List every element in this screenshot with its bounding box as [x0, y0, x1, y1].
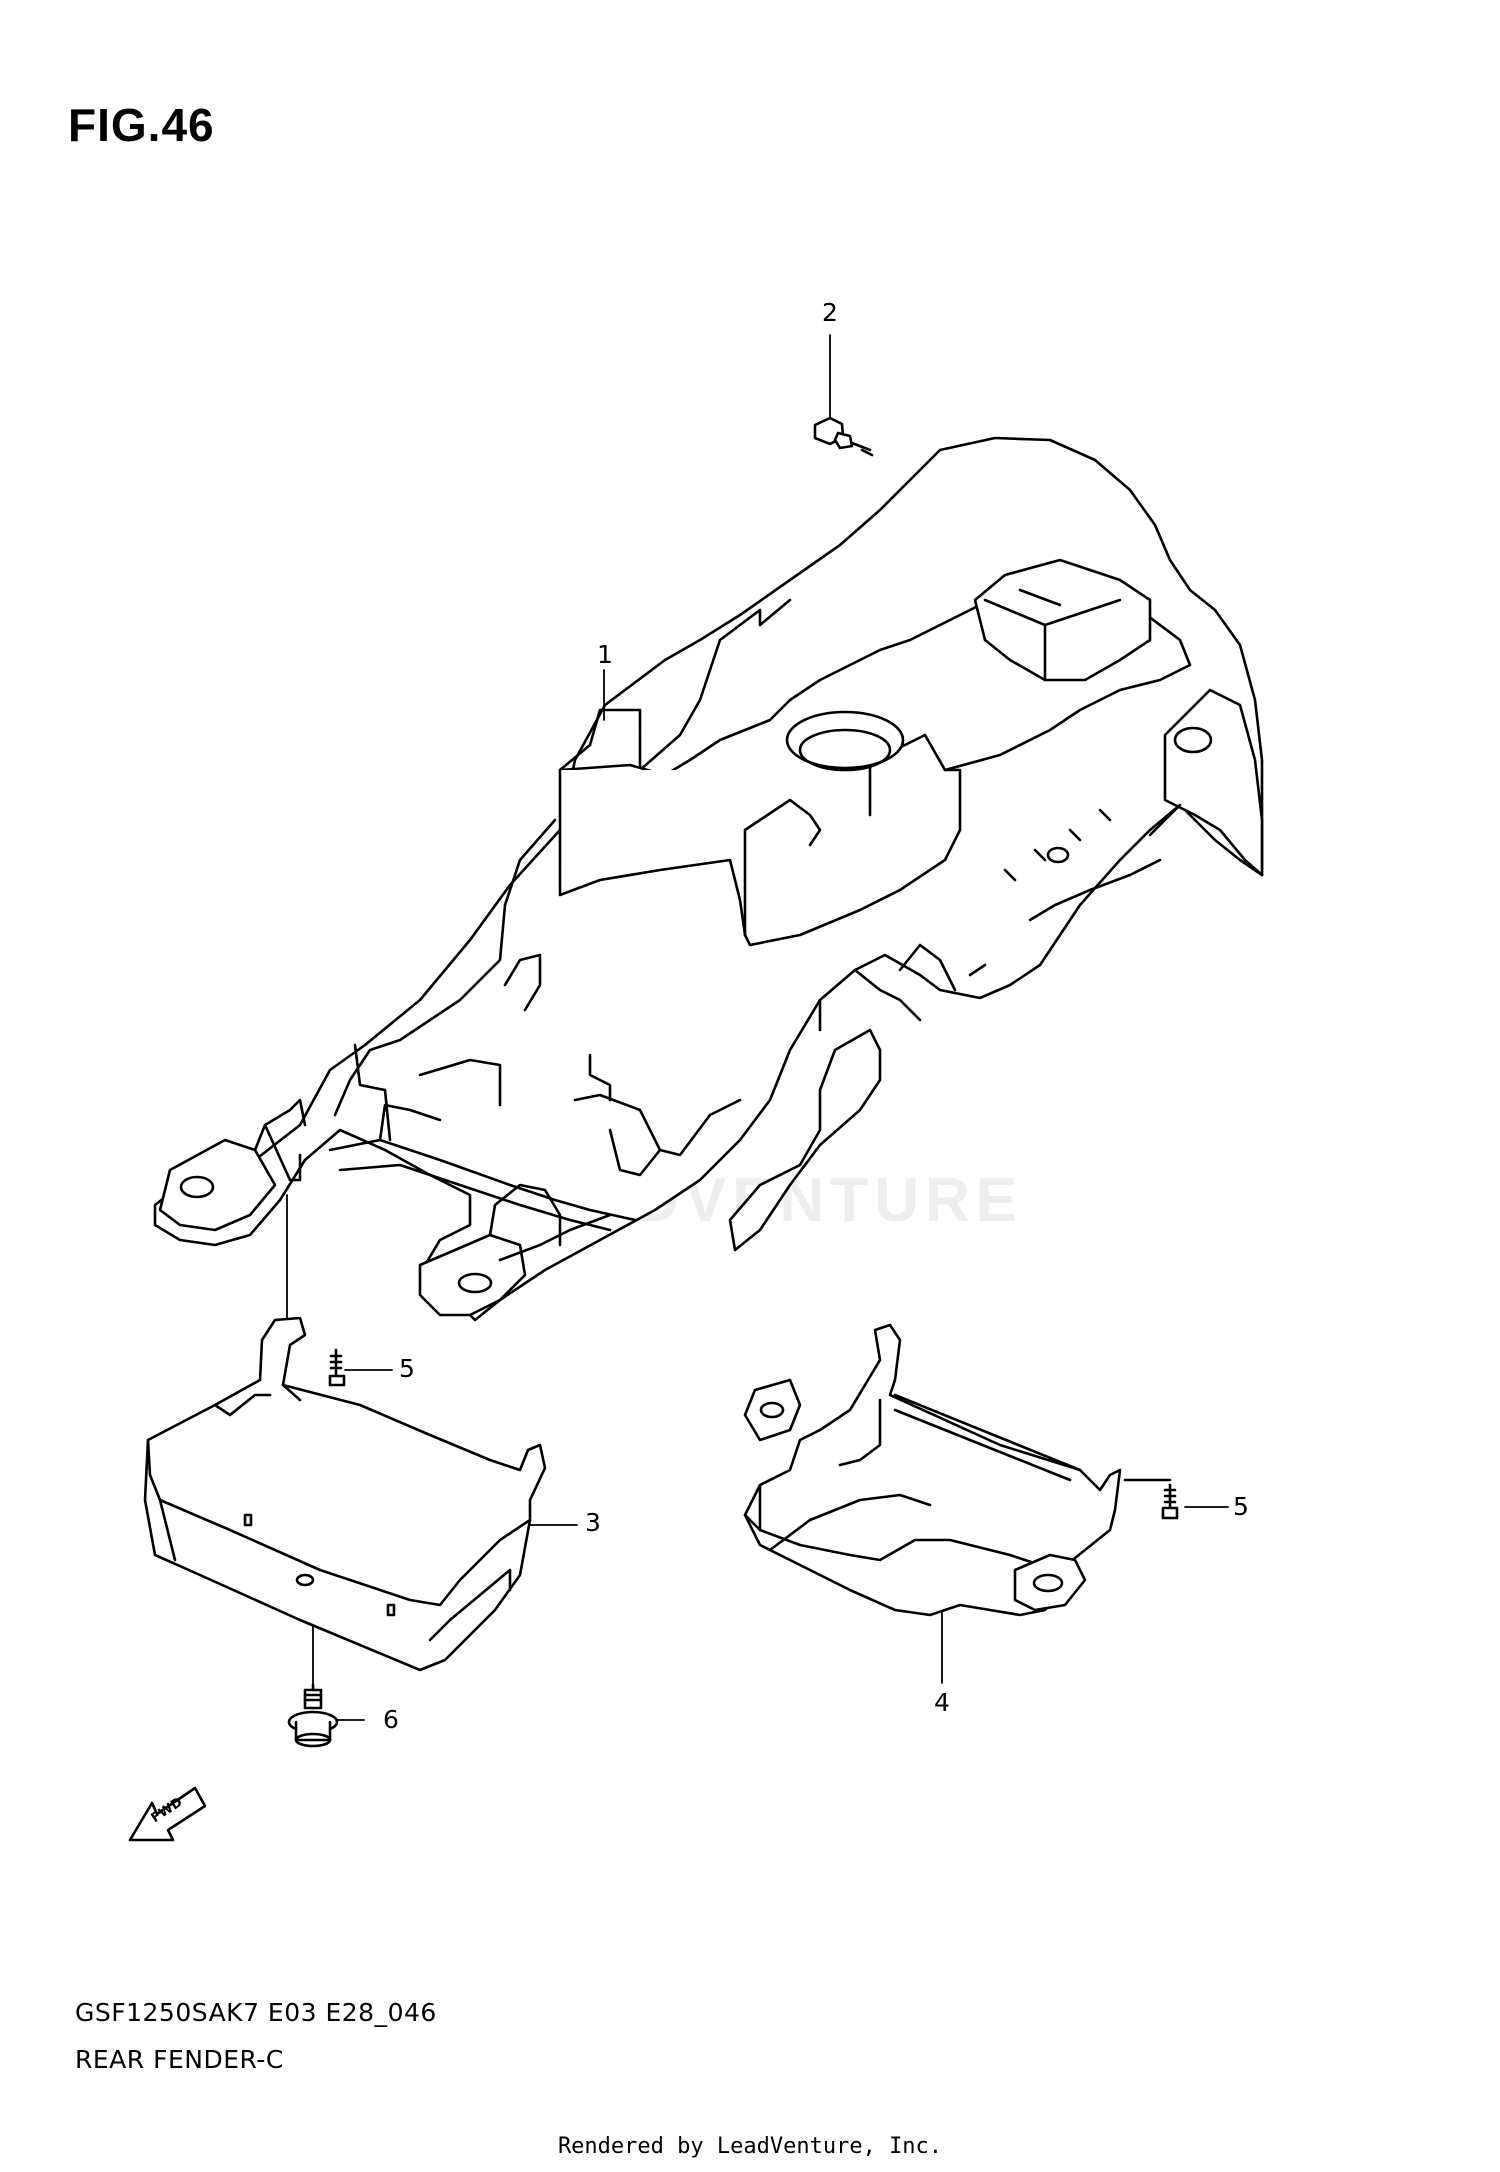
part-6-bolt — [287, 1683, 339, 1748]
callout-6: 6 — [383, 1705, 399, 1734]
figure-code: GSF1250SAK7 E03 E28_046 — [75, 1998, 437, 2027]
part-1-rear-fender — [153, 436, 1264, 1322]
part-2-bolt — [813, 416, 874, 457]
part-3-cover — [143, 1316, 547, 1672]
figure-title: FIG.46 — [68, 99, 215, 151]
footer-credit: Rendered by LeadVenture, Inc. — [557, 2134, 943, 2159]
callout-5b: 5 — [1233, 1492, 1249, 1521]
fwd-arrow-icon — [128, 1786, 207, 1842]
callout-3: 3 — [585, 1508, 601, 1537]
callout-1: 1 — [597, 640, 613, 669]
figure-name: REAR FENDER-C — [75, 2045, 284, 2074]
callout-2: 2 — [822, 298, 838, 327]
callout-4: 4 — [934, 1688, 950, 1717]
part-5b-screw — [1123, 1478, 1179, 1520]
callout-5a: 5 — [399, 1354, 415, 1383]
part-4-tray — [743, 1323, 1122, 1617]
part-5a-screw — [328, 1348, 346, 1387]
